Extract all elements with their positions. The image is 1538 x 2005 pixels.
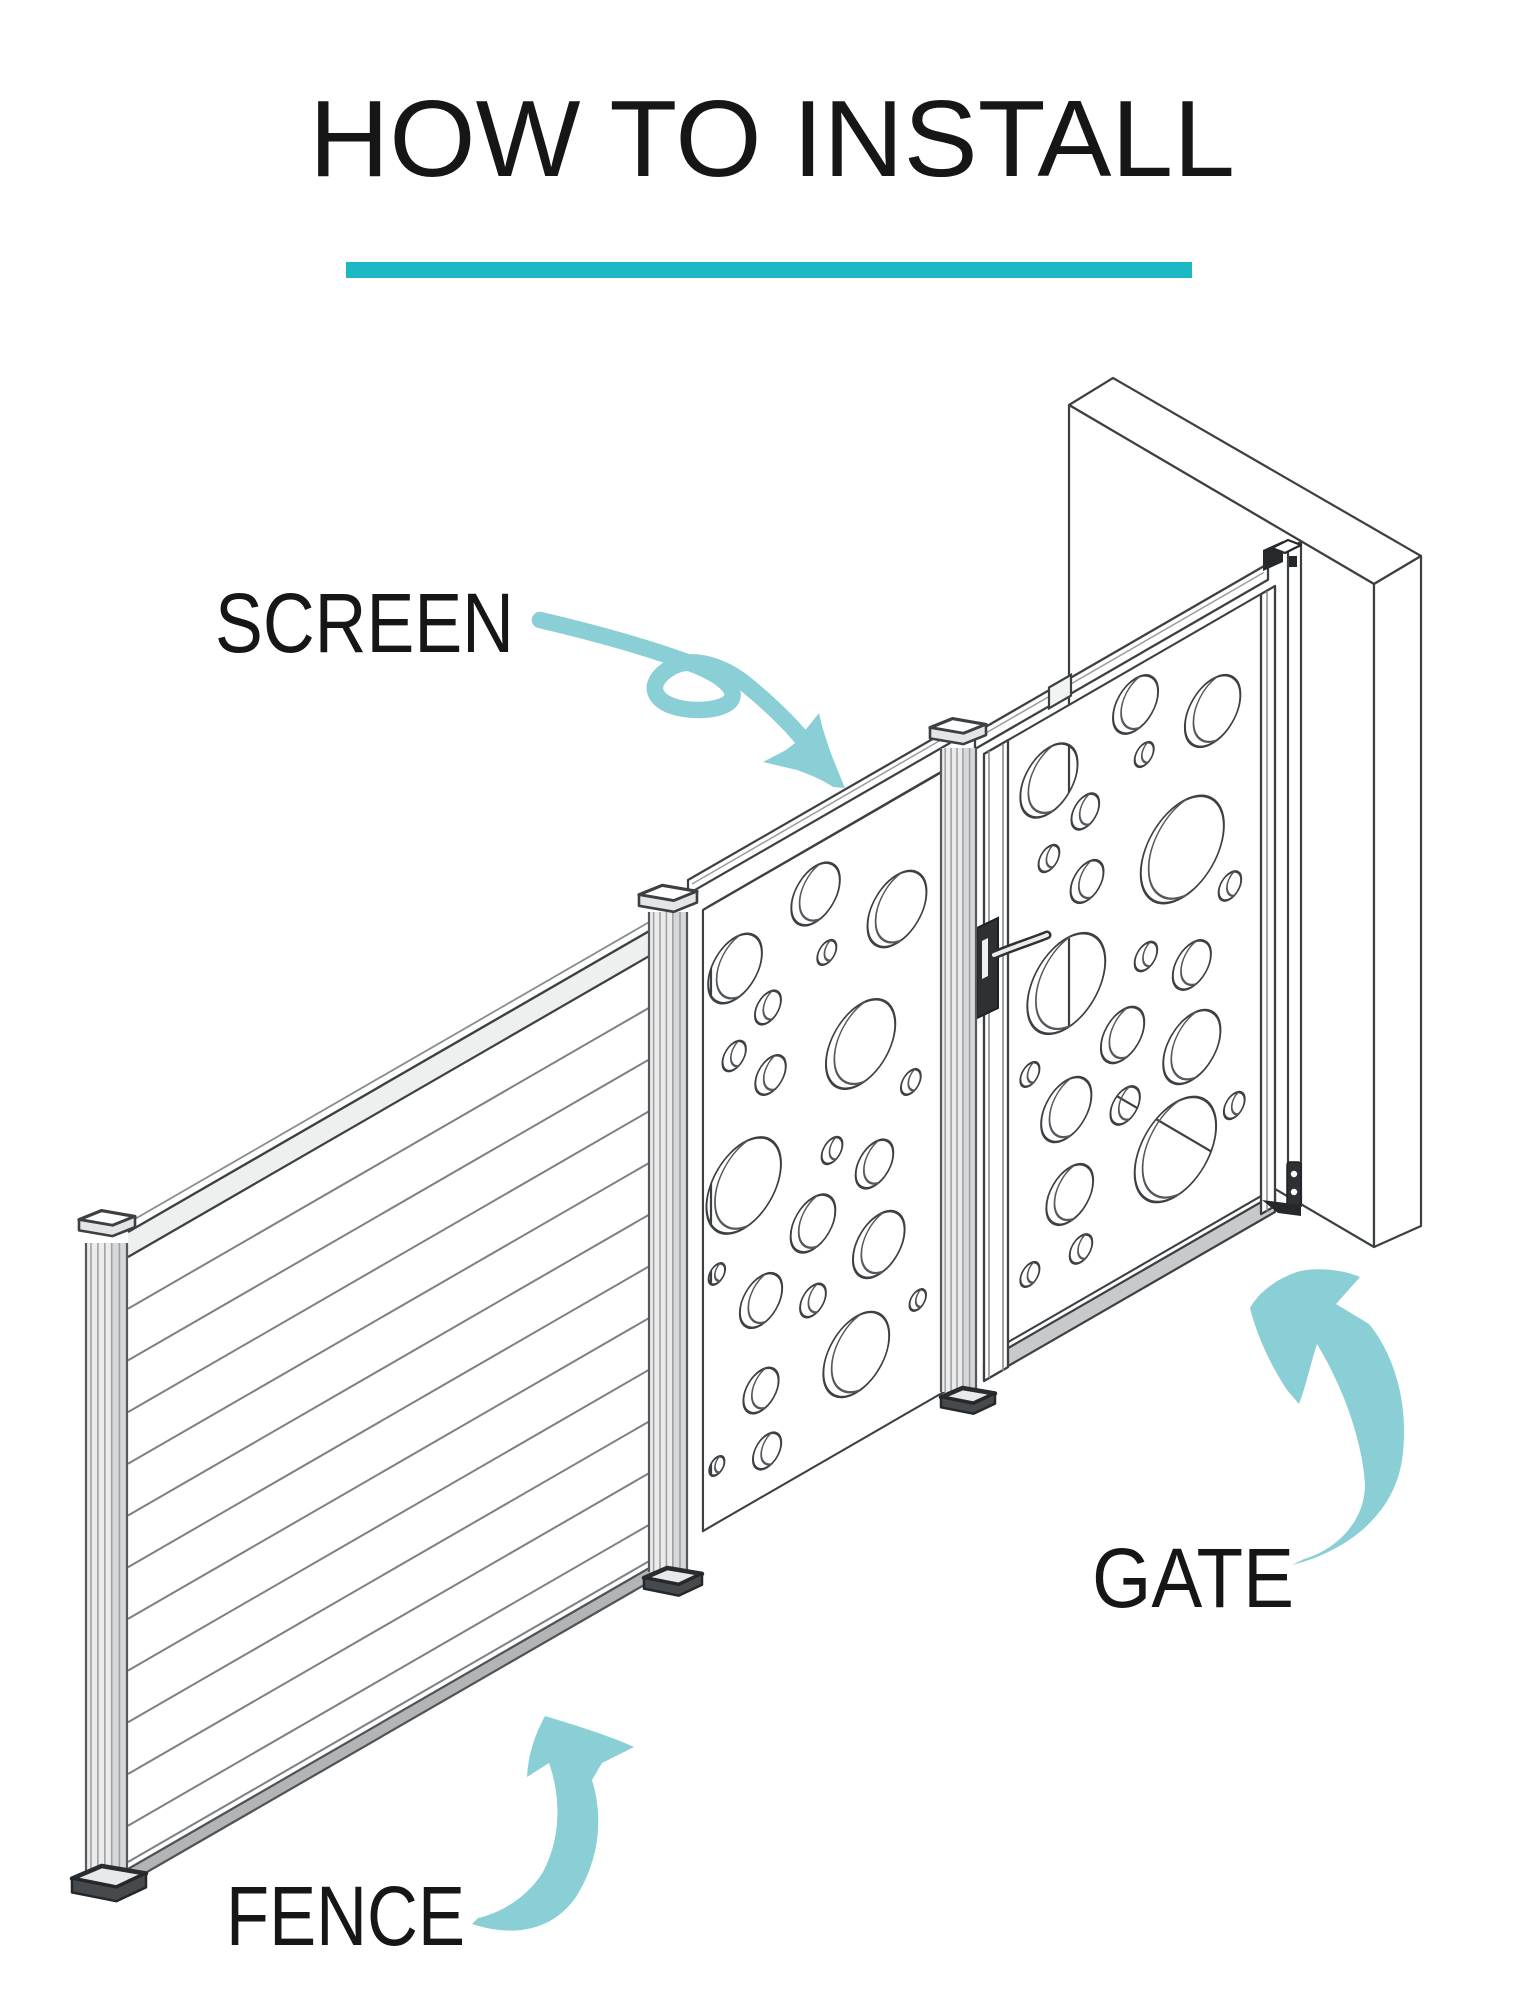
svg-text:HOW TO INSTALL: HOW TO INSTALL	[309, 78, 1235, 200]
svg-text:SCREEN: SCREEN	[215, 576, 514, 670]
svg-text:FENCE: FENCE	[226, 1869, 465, 1963]
svg-text:GATE: GATE	[1092, 1531, 1294, 1625]
